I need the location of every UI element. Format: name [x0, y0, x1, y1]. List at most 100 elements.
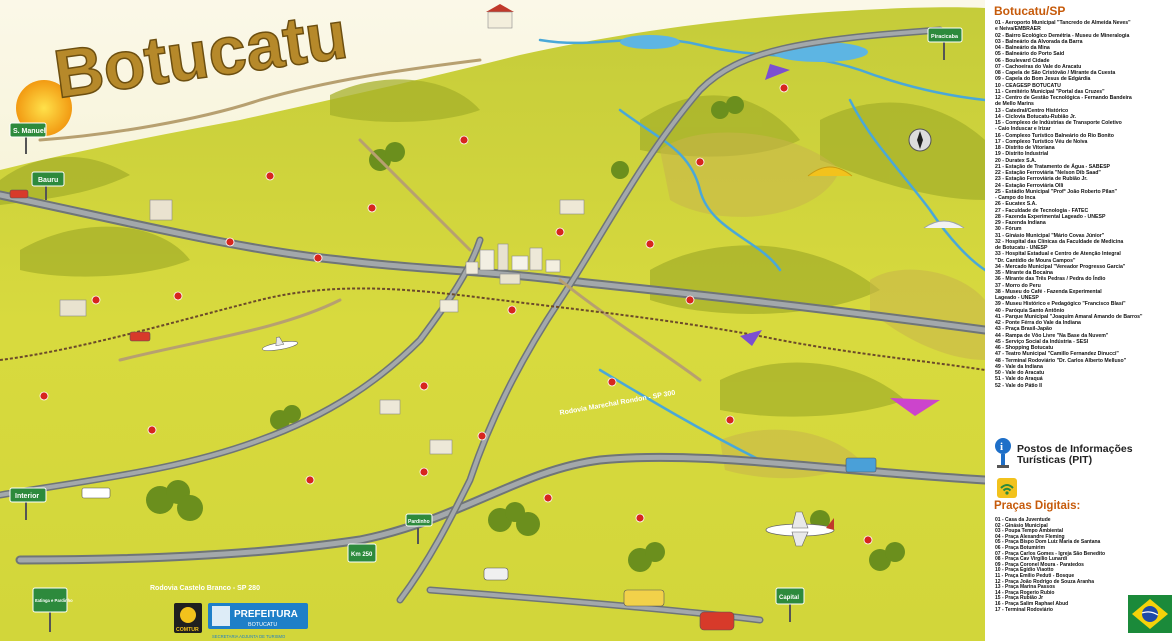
sign-sao-manuel: S. Manuel	[9, 122, 47, 154]
sign-interior: Interior	[9, 487, 47, 520]
legend-list-item: 32 - Hospital das Clínicas da Faculdade …	[995, 238, 1124, 245]
legend-list-item: 51 - Vale do Araquá	[995, 376, 1043, 383]
rivers	[538, 37, 985, 462]
sign-pardinho: Pardinho	[405, 513, 433, 544]
legend-list-item: 08 - Capela de São Cristóvão / Mirante d…	[995, 70, 1116, 76]
legend-list-item: 30 - Fórum	[995, 226, 1022, 233]
pit-legend: i Postos de Informações Turísticas (PIT)	[994, 437, 1174, 473]
legend-list-item: 13 - Catedral/Centro Histórico	[995, 107, 1069, 114]
legend-list-item: 11 - Praça Emílio Peduti - Bosque	[995, 572, 1075, 579]
svg-text:S. Manuel: S. Manuel	[13, 128, 46, 135]
legend-list-item: 35 - Mirante da Bocaina	[995, 270, 1053, 276]
legend-list-item: 37 - Morro do Peru	[995, 282, 1041, 289]
legend-list-item: e Neiva/EMBRAER	[995, 26, 1041, 33]
pracas-title: Praças Digitais:	[994, 500, 1081, 512]
prefeitura-logo: PREFEITURA BOTUCATU SECRETARIA ADJUNTA D…	[208, 603, 308, 639]
legend-list-item: 01 - Aeroporto Municipal "Tancredo de Al…	[995, 20, 1131, 26]
legend-list-item: 26 - Eucatex S.A.	[995, 201, 1037, 208]
hills	[0, 79, 985, 417]
legend-list-item: 10 - CEAGESP BOTUCATU	[995, 82, 1061, 89]
legend-list-item: 23 - Estação Ferroviária de Rubião Jr.	[995, 176, 1088, 183]
legend-list-item: 14 - Ciclovia Botucatu-Rubião Jr.	[995, 113, 1076, 120]
legend-list-item: 07 - Cachoeiras do Vale do Aracatu	[995, 63, 1082, 70]
legend-list-item: Lageado - UNESP	[995, 295, 1039, 301]
legend-list-item: 52 - Vale do Pátio II	[995, 382, 1042, 389]
svg-text:Itatinga e Pardinho: Itatinga e Pardinho	[35, 598, 73, 603]
legend-list-item: 18 - Distrito de Vitoriana	[995, 145, 1055, 151]
wifi-icon	[997, 478, 1017, 498]
legend-list-item: 19 - Distrito Industrial	[995, 151, 1049, 158]
legend-list-item: 21 - Estação de Tratamento de Água - SAB…	[995, 163, 1111, 170]
compass-icon	[908, 128, 932, 152]
railway	[0, 287, 985, 371]
info-point-icon: i	[995, 438, 1011, 468]
legend-list-item: 04 - Balneário da Mina	[995, 45, 1050, 51]
legend-list-item: 02 - Bairro Ecológico Demétria - Museu d…	[995, 32, 1130, 39]
legend-list-item: 15 - Praça Rubião Jr	[995, 595, 1044, 602]
legend-list-item: 31 - Ginásio Municipal "Mário Covas Júni…	[995, 232, 1105, 239]
svg-text:PREFEITURA: PREFEITURA	[234, 609, 298, 620]
legend-list-item: 10 - Praça Egídio Viaotto	[995, 567, 1054, 574]
roads	[0, 26, 985, 624]
legend-list-item: 14 - Praça Rogerio Rubio	[995, 589, 1055, 596]
legend-list-item: 09 - Praça Coronel Moura - Paratedos	[995, 561, 1084, 568]
sign-piracicaba: Piracicaba	[927, 27, 963, 60]
poi-list: 01 - Aeroporto Municipal "Tancredo de Al…	[995, 20, 1175, 389]
legend-list-item: - Caio Induscar e Irizar	[995, 126, 1051, 133]
legend-list-item: 04 - Praça Alexandre Fleming	[995, 533, 1065, 540]
legend-list-item: 03 - Balneário da Alvorada da Barra	[995, 38, 1083, 45]
legend-list-item: 34 - Mercado Municipal "Vereador Progres…	[995, 263, 1126, 270]
legend-list-item: de Mello Marins	[995, 101, 1034, 108]
city-center-buildings	[59, 4, 585, 455]
legend-list-item: 24 - Estação Ferroviária Olli	[995, 182, 1064, 189]
legend-list-item: "Dr. Cantídio de Moura Campos"	[995, 257, 1076, 264]
sign-capital: Capital	[775, 587, 805, 622]
legend-list-item: 06 - Praça Botumirim	[995, 544, 1046, 551]
legend-list-item: 16 - Praça Salim Raphael Abud	[995, 600, 1069, 607]
legend-list-item: 03 - Poupa Tempo Ambiental	[995, 528, 1064, 535]
tree-clusters	[146, 96, 905, 572]
legend-list-item: 40 - Paróquia Santo Antônio	[995, 307, 1065, 314]
legend-list-item: 16 - Complexo Turístico Balneário do Rio…	[995, 132, 1114, 139]
legend-list-item: 41 - Parque Municipal "Joaquim Amaral Am…	[995, 313, 1143, 320]
illustrated-tourist-map: Botucatu Rodovia Marechal Rondon - SP 30…	[0, 0, 985, 641]
lake	[620, 35, 680, 49]
legend-list-item: 47 - Teatro Municipal "Camillo Fernandez…	[995, 351, 1119, 358]
legend-list-item: 48 - Terminal Rodoviário "Dr. Carlos Alb…	[995, 357, 1127, 364]
legend-list-item: 39 - Museu Histórico e Pedagógico "Franc…	[995, 301, 1126, 308]
legend-list-item: 29 - Fazenda Indiana	[995, 220, 1046, 226]
legend-list-item: 22 - Estação Ferroviária "Nelson Dib Saa…	[995, 170, 1101, 176]
svg-text:Piracicaba: Piracicaba	[931, 34, 959, 40]
legend-list-item: 36 - Mirante das Três Pedras / Pedra do …	[995, 276, 1106, 283]
poi-markers	[39, 83, 873, 545]
legend-list-item: 01 - Casa da Juventude	[995, 517, 1051, 523]
svg-text:BOTUCATU: BOTUCATU	[248, 622, 277, 628]
svg-text:Pardinho: Pardinho	[408, 519, 430, 525]
sign-itatinga: Itatinga e Pardinho	[32, 587, 73, 632]
legend-list-item: 05 - Balneário do Porto Said	[995, 51, 1065, 58]
hang-glider-icon	[740, 64, 940, 416]
legend-list-item: 49 - Vale da Indiana	[995, 363, 1043, 370]
legend-list-item: 43 - Praça Brasil-Japão	[995, 326, 1053, 333]
legend-list-item: 42 - Ponte Férra do Vale da Indiana	[995, 320, 1081, 326]
legend-list-item: 50 - Vale do Aracatu	[995, 370, 1045, 376]
svg-text:Bauru: Bauru	[38, 177, 58, 184]
legend-list-item: 06 - Boulevard Cidade	[995, 57, 1050, 64]
legend-list-item: 13 - Praça Marina Passos	[995, 584, 1056, 591]
legend-list-item: 11 - Cemitério Municipal "Portal das Cru…	[995, 88, 1105, 95]
legend-list-item: 44 - Rampa de Vôo Livre "Na Base da Nuve…	[995, 332, 1109, 339]
pit-label: Postos de Informações Turísticas (PIT)	[1017, 443, 1133, 466]
legend-list-item: 08 - Praça Cav Virgílio Lunardi	[995, 556, 1068, 563]
sign-bauru: Bauru	[31, 171, 65, 200]
legend-list-item: 20 - Duratex S.A.	[995, 157, 1037, 164]
sign-km: Km 250	[347, 543, 377, 563]
legend-list-item: 02 - Ginásio Municipal	[995, 522, 1048, 529]
legend-list-item: 05 - Praça Bispo Dom Luiz Maria de Santa…	[995, 539, 1101, 546]
sun-icon	[16, 80, 72, 136]
legend-list-item: 12 - Praça João Rodrigo de Souza Aranha	[995, 578, 1095, 585]
vehicles	[9, 189, 877, 631]
legend-list-item: - Campo do Inca	[995, 195, 1036, 201]
legend-list-item: 38 - Museu do Café - Fazenda Experimenta…	[995, 288, 1102, 295]
legend-list-item: 07 - Praça Carlos Gomes - Igreja São Ben…	[995, 550, 1106, 557]
